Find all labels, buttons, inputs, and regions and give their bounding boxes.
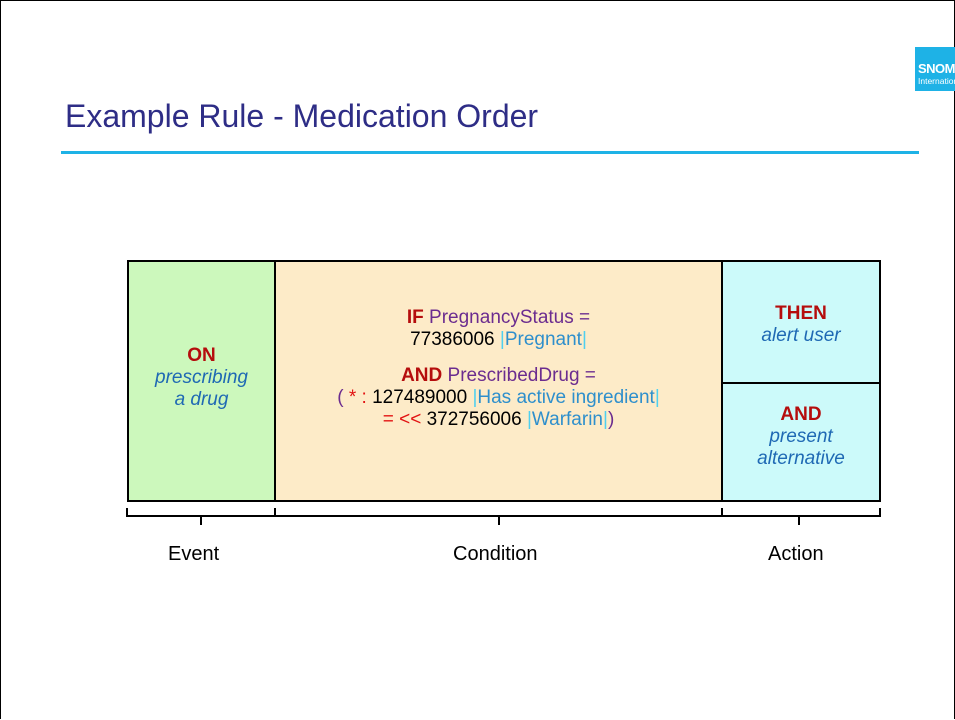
descendant-operator: = << [382,409,422,430]
action-label: Action [768,543,824,565]
bar-symbol: | [526,409,532,430]
and-keyword: AND [401,365,443,386]
event-text-line1: prescribing [155,367,248,388]
ingredient-code: 127489000 [372,387,468,408]
bar-symbol: | [581,329,587,350]
warfarin-term: Warfarin [531,409,603,430]
slide-title: Example Rule - Medication Order [65,98,539,134]
condition-label: Condition [453,543,538,565]
logo-text-international: International [918,76,955,86]
condition-box: IF PregnancyStatus = 77386006 |Pregnant|… [274,260,723,502]
if-attribute: PregnancyStatus = [429,307,591,328]
event-bracket [126,508,276,525]
bar-symbol: | [654,387,660,408]
action-and-line2: alternative [757,448,845,469]
if-keyword: IF [406,307,424,328]
title-underline [61,151,919,154]
snomed-logo: SNOMED International [915,47,955,91]
bar-symbol: | [603,409,608,430]
action-and-keyword: AND [780,404,822,425]
star-colon: * : [343,387,367,408]
close-paren: ) [607,409,615,430]
event-box: ON prescribing a drug [127,260,276,502]
and-line: AND PrescribedDrug = [276,365,721,387]
action-and-box: AND present alternative [721,382,881,502]
logo-text-snomed: SNOMED [918,61,955,76]
open-paren: ( [337,387,344,408]
then-keyword: THEN [775,303,827,324]
event-label: Event [168,543,220,565]
warfarin-line: = << 372756006 |Warfarin|) [276,409,721,431]
bar-symbol: | [472,387,478,408]
action-then-box: THEN alert user [721,260,881,384]
warfarin-code: 372756006 [426,409,522,430]
event-text-line2: a drug [174,389,229,410]
and-attribute: PrescribedDrug = [447,365,596,386]
action-and-line1: present [769,426,833,447]
pregnant-code: 77386006 [410,329,495,350]
condition-bracket [274,508,723,525]
pregnant-term: Pregnant [504,329,582,350]
if-line: IF PregnancyStatus = [276,307,721,329]
then-text: alert user [761,325,841,346]
action-bracket [721,508,881,525]
event-keyword: ON [187,345,216,366]
pregnant-line: 77386006 |Pregnant| [276,329,721,351]
bar-symbol: | [499,329,505,350]
ingredient-line: ( * : 127489000 |Has active ingredient| [276,387,721,409]
ingredient-term: Has active ingredient [477,387,655,408]
